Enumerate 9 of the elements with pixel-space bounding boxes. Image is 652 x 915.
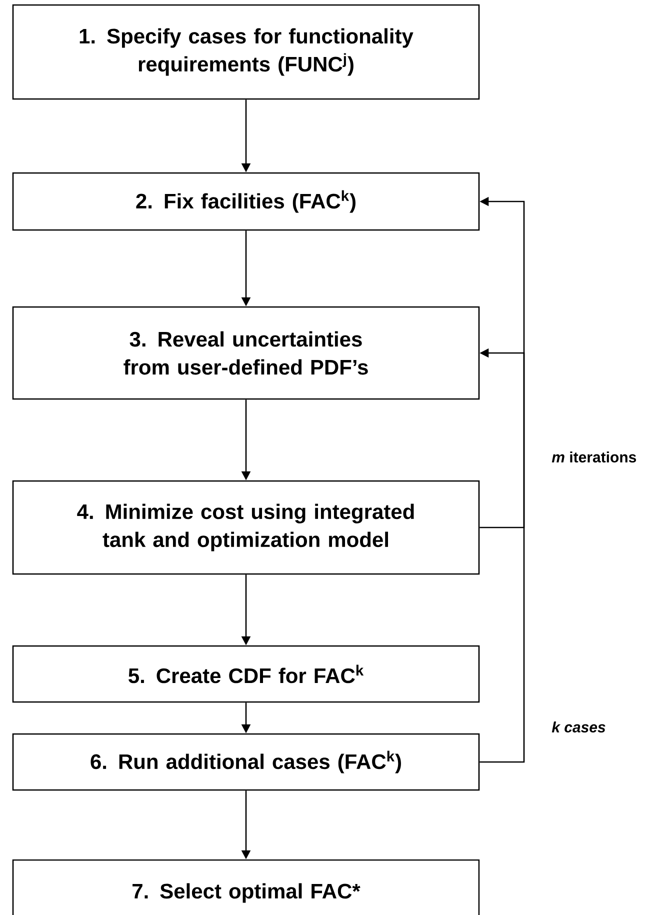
process-box: 4. Minimize cost using integrated tank and optimization model bbox=[12, 480, 480, 575]
process-box: 1. Specify cases for functionality requirements (FUNC$^{j}$) bbox=[12, 4, 480, 100]
process-box: 2. Fix facilities (FAC$^{k}$) bbox=[12, 172, 480, 231]
process-box: 3. Reveal uncertainties from user-defined PDF’s bbox=[12, 306, 480, 400]
process-box: 7. Select optimal FAC* bbox=[12, 859, 480, 915]
edge-label: k cases bbox=[550, 720, 607, 734]
process-box: 6. Run additional cases (FAC$^{k}$) bbox=[12, 733, 480, 791]
process-box: 5. Create CDF for FAC$^{k}$ bbox=[12, 645, 480, 703]
edge-label: m iterations bbox=[550, 450, 638, 464]
